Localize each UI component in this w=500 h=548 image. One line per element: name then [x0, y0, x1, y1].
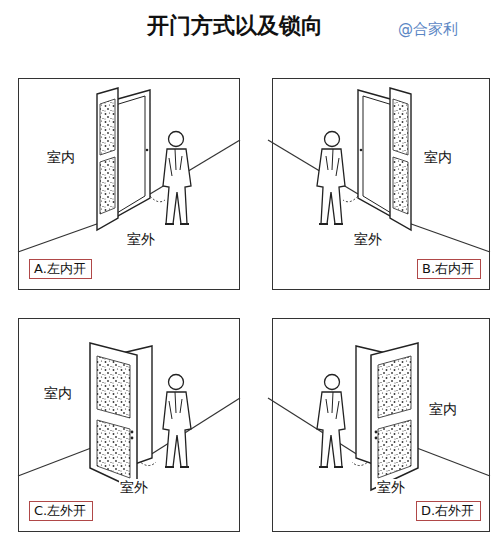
- caption-box: D.右外开: [416, 501, 481, 521]
- room-label: 室外: [353, 231, 383, 248]
- caption-text: C.左外开: [34, 503, 86, 518]
- watermark: @合家利: [398, 20, 458, 38]
- door-panel: 室内室外 B.右内开: [272, 78, 490, 290]
- room-label: 室内: [428, 401, 458, 418]
- door-panel: 室内室外 C.左外开: [18, 318, 240, 532]
- room-label: 室外: [376, 479, 406, 496]
- caption-box: A.左内开: [29, 259, 92, 279]
- caption-text: B.右内开: [422, 261, 474, 276]
- caption-text: D.右外开: [421, 503, 474, 518]
- room-label: 室内: [43, 385, 73, 402]
- caption-box: B.右内开: [417, 259, 481, 279]
- room-label: 室外: [119, 479, 149, 496]
- door-panel: 室内室外 A.左内开: [18, 78, 240, 290]
- caption-text: A.左内开: [34, 261, 86, 276]
- caption-box: C.左外开: [29, 501, 93, 521]
- room-label: 室外: [126, 231, 156, 248]
- room-label: 室内: [423, 149, 453, 166]
- room-label: 室内: [46, 149, 76, 166]
- door-panel: 室内室外 D.右外开: [272, 318, 490, 532]
